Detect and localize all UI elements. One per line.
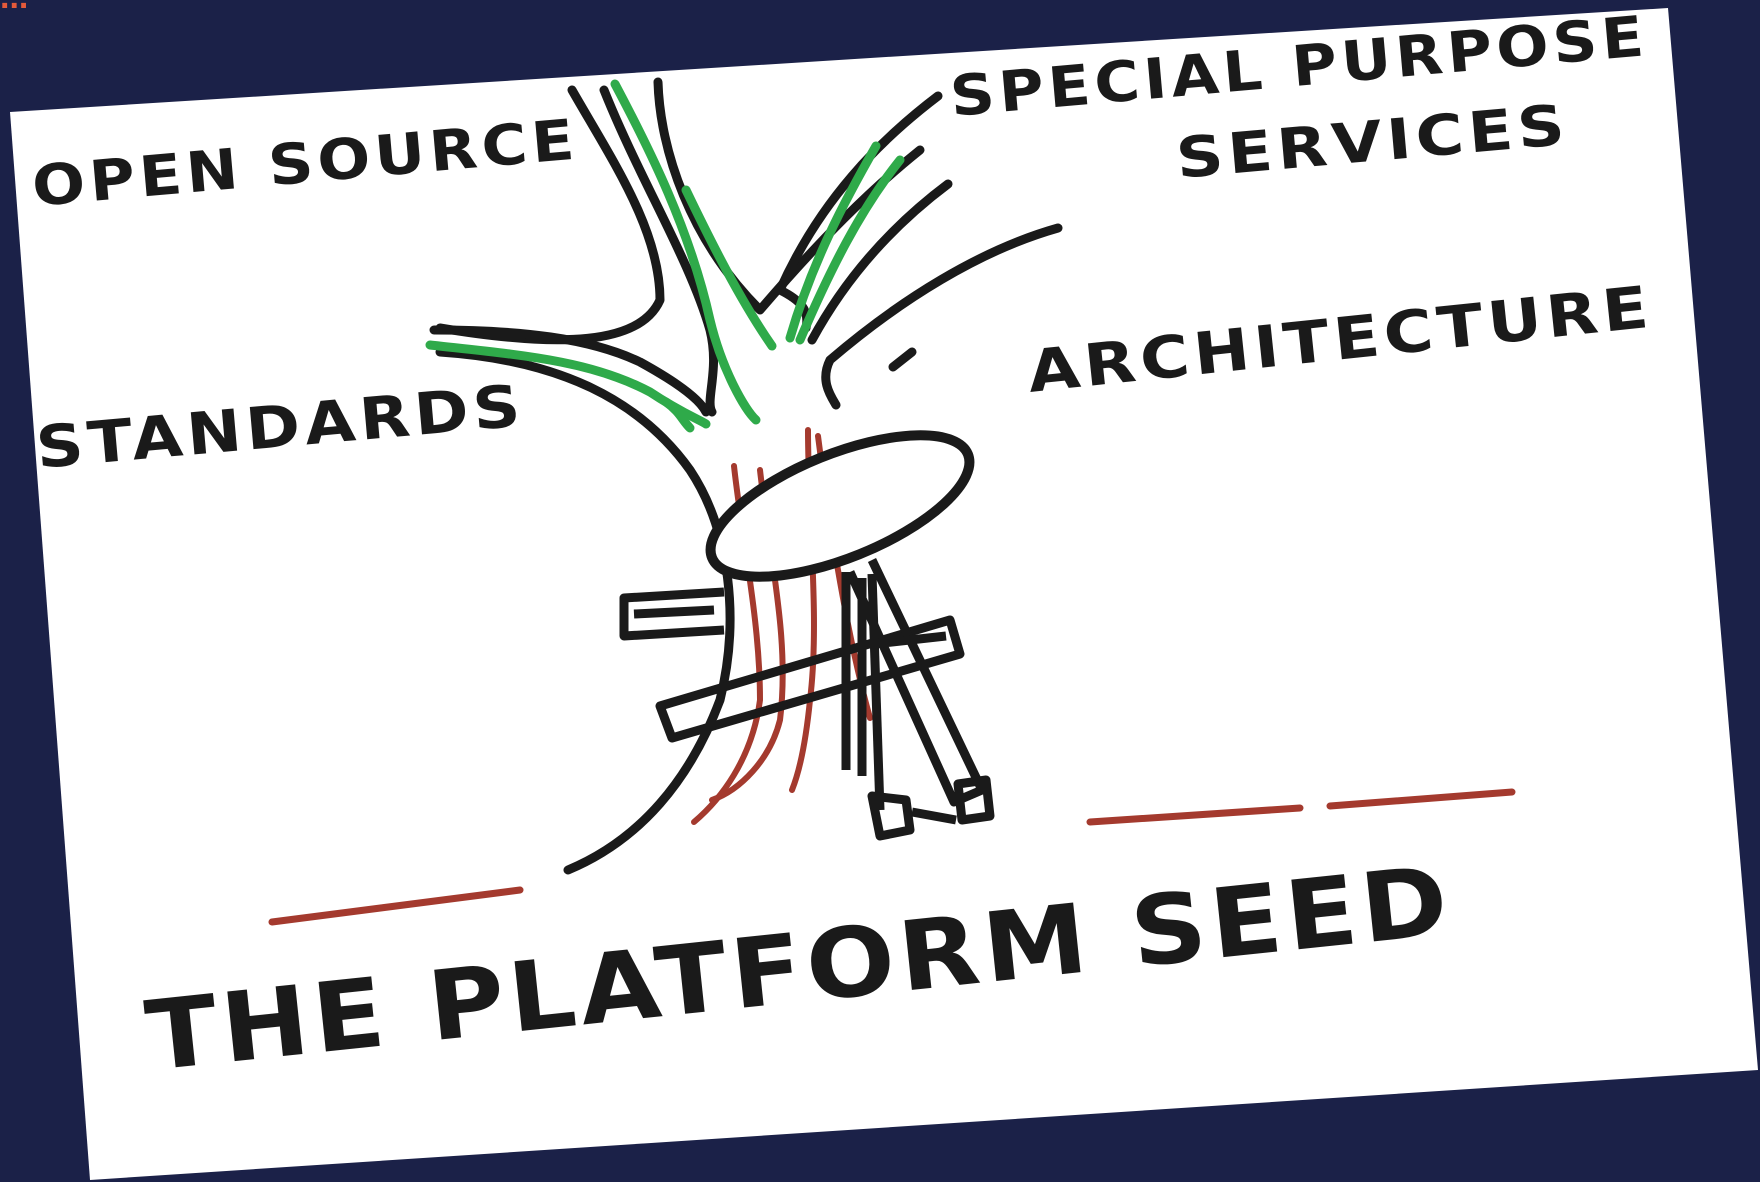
stool-frame	[619, 558, 995, 841]
branch-right-lower	[821, 223, 1063, 410]
green-growth	[425, 79, 905, 433]
branch-mark	[888, 347, 917, 372]
tree	[429, 77, 1063, 875]
branch-standards	[429, 325, 711, 417]
branch-right-mid	[807, 179, 953, 345]
ground-lines	[268, 788, 1516, 926]
stool-seat	[705, 430, 975, 582]
slide-title-fragment: ...	[0, 0, 150, 8]
trunk-center	[599, 85, 719, 417]
